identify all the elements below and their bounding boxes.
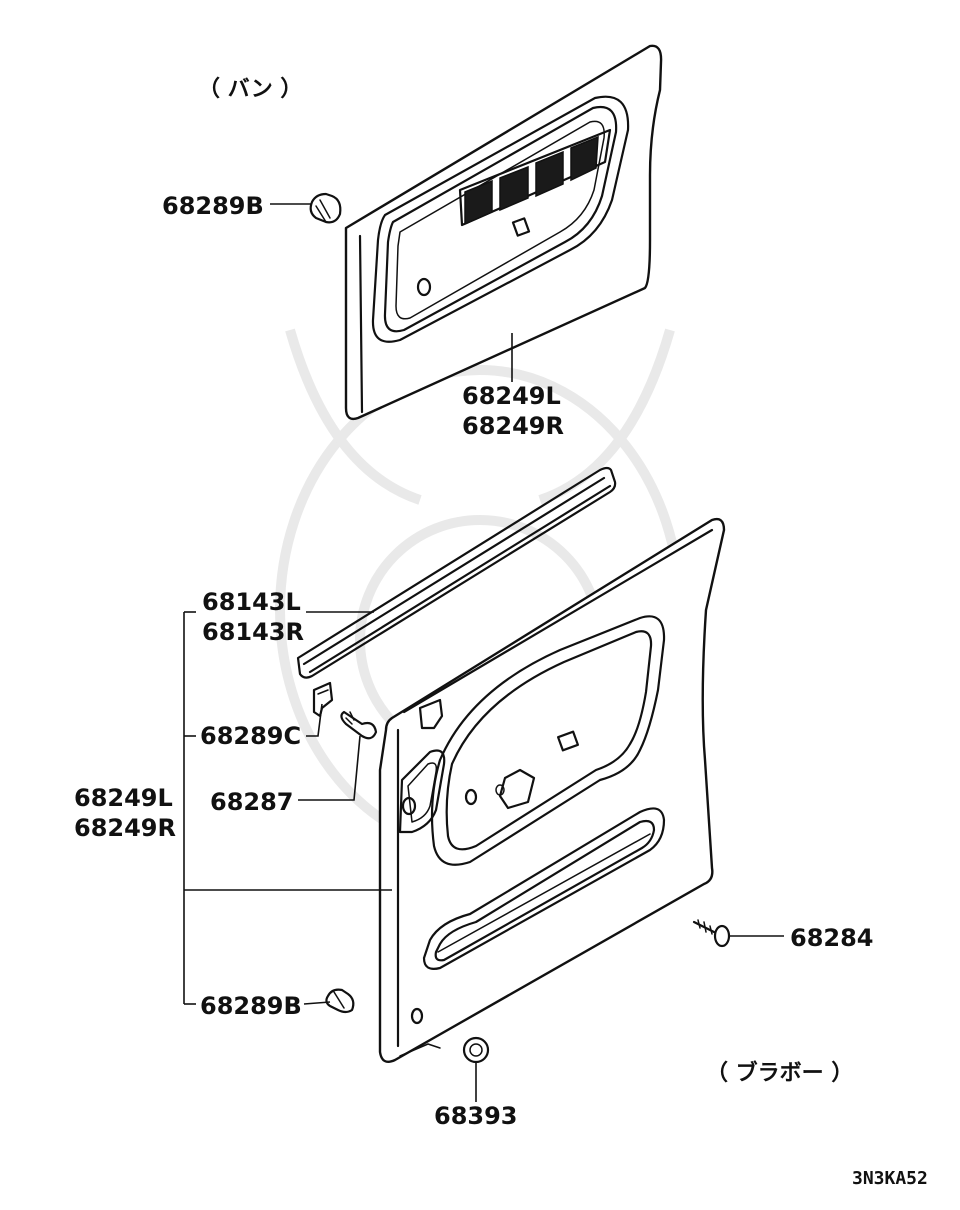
leader-lines: [183, 203, 784, 1102]
lower-trim-panel: [378, 517, 726, 1063]
part-label-weatherstrip-l: 68143L: [202, 588, 301, 616]
part-label-lower-panel-r: 68249R: [74, 814, 176, 842]
clip-68289c: [312, 681, 334, 718]
figure-code: 3N3KA52: [852, 1168, 928, 1189]
variant-label-van: （ バン ）: [198, 77, 302, 102]
part-label-upper-panel-l: 68249L: [462, 382, 561, 410]
part-label-upper-panel-r: 68249R: [462, 412, 564, 440]
fastener-68287: [340, 710, 378, 740]
part-label-clip-c: 68289C: [200, 722, 301, 750]
part-label-screw: 68284: [790, 924, 874, 952]
upper-clip-68289b: [309, 192, 342, 224]
part-label-weatherstrip-r: 68143R: [202, 618, 304, 646]
part-label-fastener: 68287: [210, 788, 294, 816]
variant-label-plabo: （ ブラボー ）: [706, 1060, 853, 1086]
upper-trim-panel: [344, 44, 663, 421]
part-label-plug: 68393: [434, 1102, 518, 1130]
part-label-upper-clip: 68289B: [162, 192, 264, 220]
part-label-lower-clip: 68289B: [200, 992, 302, 1020]
screw-68284: [692, 919, 731, 948]
lower-clip-68289b: [325, 988, 355, 1014]
plug-68393: [462, 1036, 490, 1064]
part-label-lower-panel-l: 68249L: [74, 784, 173, 812]
weatherstrip: [296, 466, 617, 679]
